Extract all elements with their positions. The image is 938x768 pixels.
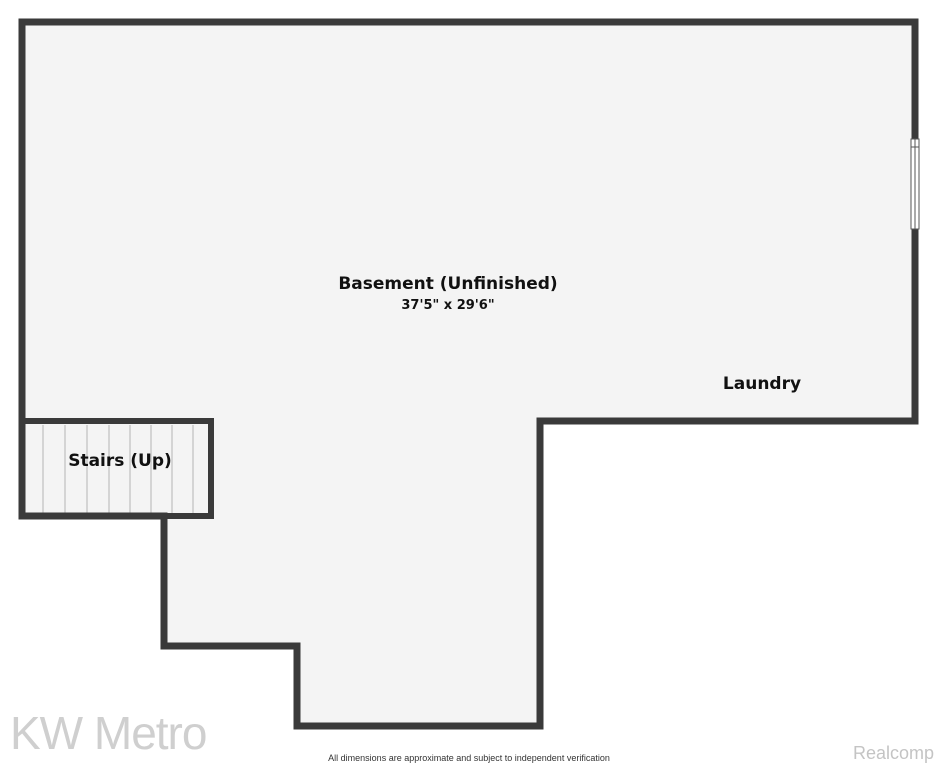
kw-metro-watermark: KW Metro <box>10 707 207 759</box>
window-right <box>910 138 920 230</box>
stairs-treads <box>42 425 194 513</box>
exterior-walls <box>18 18 919 730</box>
laundry-room-name: Laundry <box>722 374 802 394</box>
basement-floor <box>22 22 915 726</box>
dimensions-disclaimer: All dimensions are approximate and subje… <box>328 753 610 763</box>
realcomp-watermark: Realcomp <box>852 743 934 763</box>
stairs-wall <box>22 418 214 519</box>
basement-room-name: Basement (Unfinished) <box>338 274 558 294</box>
stairs-label: Stairs (Up) <box>68 451 172 471</box>
basement-room-dimensions: 37'5" x 29'6" <box>401 298 495 313</box>
